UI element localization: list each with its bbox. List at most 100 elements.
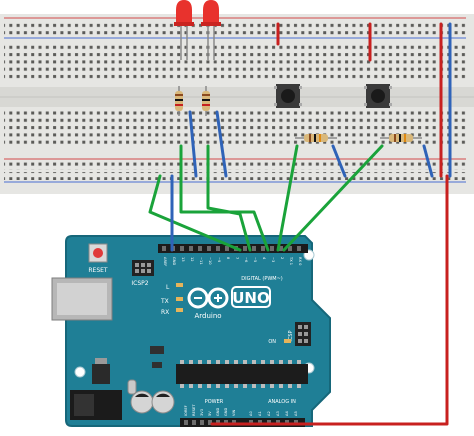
jumper-blue-button-1 [331,144,347,178]
status-leds: L TX RX [160,283,183,316]
icsp2-label: ICSP2 [131,280,148,287]
uno-badge: UNO [231,286,271,308]
chip-leg [198,384,202,388]
chip-leg [207,384,211,388]
power-pin-label: A4 [285,411,289,416]
digital-pin-label: 2 [280,257,284,259]
breadboard [0,14,474,194]
usb-connector-icon [51,277,113,321]
digital-pin-hole [216,246,220,251]
brand-name: Arduino [194,312,221,320]
chip-leg [180,360,184,364]
power-pin-label: A0 [249,411,253,416]
chip-leg [261,360,265,364]
wire-green-led-1 [179,144,270,252]
power-pin-label: A1 [258,411,262,416]
chip-leg [243,384,247,388]
chip-leg [279,384,283,388]
power-rail-bottom [4,162,466,170]
chip-leg [243,360,247,364]
power-jack-icon [70,390,122,420]
digital-pin-label: ~6 [244,257,248,263]
reset-button [88,243,108,263]
digital-pin-hole [297,246,301,251]
resistor-led-2 [202,86,210,116]
arduino-logo-icon [187,287,229,309]
jumper-blue-led-1 [188,110,198,178]
power-pin-hole [208,420,212,425]
digital-pin-label: GND [172,257,176,265]
chip-leg [234,360,238,364]
digital-pin-label: RX 0 [298,257,302,266]
power-pin-label: A2 [267,411,271,416]
chip-leg [297,360,301,364]
led-label-l: L [166,284,170,291]
digital-pin-hole [207,246,211,251]
power-pin-label: A5 [294,411,298,416]
digital-pin-hole [198,246,202,251]
pushbutton-2 [364,84,392,108]
digital-pin-label: 8 [226,257,230,260]
wire-green-button-2 [282,144,384,252]
power-pin-label: A3 [276,411,280,416]
led-red-2 [201,0,221,60]
chip-leg [198,360,202,364]
digital-pin-label: ~3 [271,257,275,262]
chip-leg [252,360,256,364]
on-label: ON [268,339,276,345]
chip-leg [180,384,184,388]
chip-leg [216,384,220,388]
power-pin-label: GND [224,408,228,416]
power-label: POWER [205,399,224,405]
chip-leg [297,384,301,388]
chip-leg [261,384,265,388]
resistor-button-1 [295,134,337,142]
led-label-tx: TX [160,298,169,305]
wire-red-5v [210,174,449,426]
power-rail-top [4,20,466,28]
digital-pin-hole [243,246,247,251]
led-red-1 [174,0,194,60]
analog-label: ANALOG IN [268,399,296,405]
power-pin-label: VIN [232,409,236,416]
wire-green-button-1 [276,144,299,252]
digital-pin-hole [189,246,193,251]
power-pin-hole [200,420,204,425]
digital-pin-hole [162,246,166,251]
chip-leg [288,360,292,364]
digital-pin-hole [261,246,265,251]
digital-pin-label: 13 [181,257,185,262]
digital-pin-hole [225,246,229,251]
chip-leg [189,360,193,364]
power-pin-label: RESET [192,404,196,416]
digital-pin-hole [279,246,283,251]
wire-green-led-1b [148,174,242,252]
led-label-rx: RX [161,309,169,316]
chip-leg [234,384,238,388]
capacitor-icon [130,390,175,414]
digital-pin-label: ~5 [253,257,257,262]
chip-leg [189,384,193,388]
power-pin-hole [184,420,188,425]
chip-leg [270,384,274,388]
power-pin-hole [192,420,196,425]
resistor-led-1 [175,86,183,116]
chip-leg [288,384,292,388]
power-pin-label: GND [216,408,220,416]
reset-label: RESET [88,267,108,274]
digital-pin-label: ~10 [208,257,212,265]
digital-pin-label: TX 1 [289,256,293,265]
chip-leg [252,384,256,388]
voltage-regulator [92,364,110,384]
chip-leg [216,360,220,364]
model-name: UNO [232,289,270,307]
chip-leg [225,384,229,388]
digital-pin-hole [270,246,274,251]
jumper-blue-led-2 [215,110,228,178]
power-pin-label: IOREF [184,405,188,416]
terminal-strip-top [4,44,466,81]
